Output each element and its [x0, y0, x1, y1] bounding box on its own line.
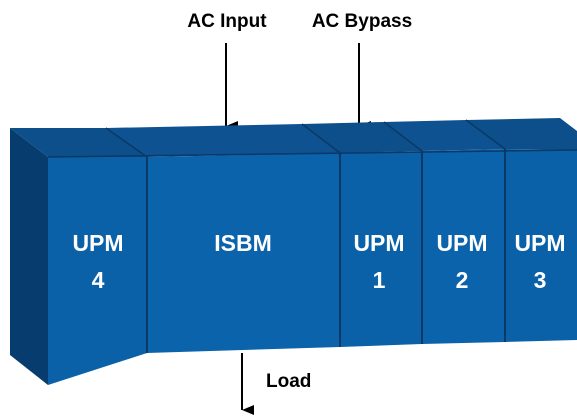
top-face-upm3 — [466, 118, 577, 150]
upm3-label-line2: 3 — [534, 267, 547, 293]
front-upm4 — [48, 157, 147, 385]
upm1-label-line2: 1 — [373, 267, 386, 293]
divider-top — [383, 121, 423, 152]
load-label: Load — [266, 371, 311, 392]
ups-cabinet — [10, 118, 577, 385]
upm2-label-line2: 2 — [456, 267, 469, 293]
top-face-upm4 — [10, 128, 147, 157]
front-upm2 — [422, 149, 505, 344]
divider-top — [465, 119, 506, 150]
front-isbm — [147, 153, 340, 353]
front-top-edge — [47, 149, 577, 158]
top-face-upm1 — [302, 122, 422, 153]
upm2-label-line1: UPM — [436, 230, 487, 256]
isbm-label: ISBM — [214, 230, 272, 256]
ac-input-label: AC Input — [187, 11, 267, 32]
divider-top — [105, 127, 148, 158]
upm4-label-line1: UPM — [72, 230, 123, 256]
upm4-label-line2: 4 — [92, 267, 105, 293]
upm3-label-line1: UPM — [514, 230, 565, 256]
front-upm1 — [340, 151, 422, 347]
ac-bypass-label: AC Bypass — [312, 11, 412, 32]
side-face-left — [10, 128, 48, 385]
divider-top — [301, 123, 341, 154]
top-face-isbm — [106, 124, 340, 157]
front-upm3 — [505, 149, 577, 342]
upm1-label-line1: UPM — [353, 230, 404, 256]
top-face-upm2 — [384, 120, 505, 151]
